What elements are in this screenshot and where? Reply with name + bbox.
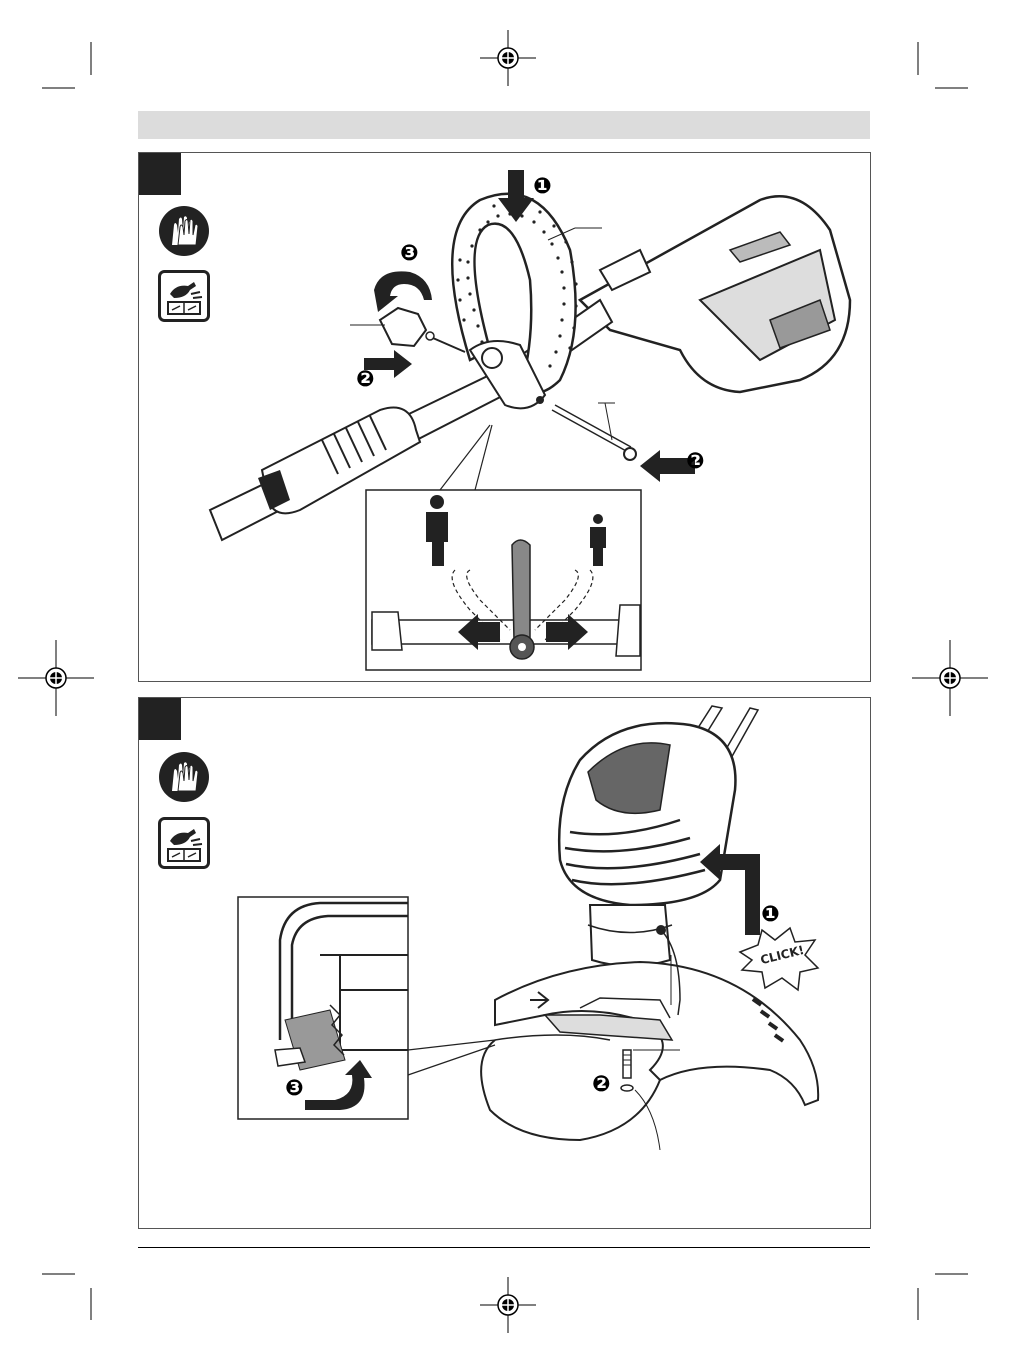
- registration-mark-icon: [912, 640, 988, 716]
- step-number-press: ❶: [761, 904, 780, 926]
- registration-mark-icon: [18, 640, 94, 716]
- footer-rule: [138, 1247, 870, 1248]
- handle-assembly-illustration: [139, 153, 870, 681]
- step-number-push-left: ❷: [356, 369, 375, 391]
- step-number-push-right: ❷: [686, 451, 705, 473]
- header-band: [138, 111, 870, 139]
- step-number-rotate: ❸: [285, 1078, 304, 1100]
- step-number-rotate: ❸: [400, 243, 419, 265]
- registration-mark-icon: [480, 30, 536, 86]
- step-number-push: ❷: [592, 1074, 611, 1096]
- step-number-press: ❶: [533, 176, 552, 198]
- registration-mark-icon: [480, 1277, 536, 1333]
